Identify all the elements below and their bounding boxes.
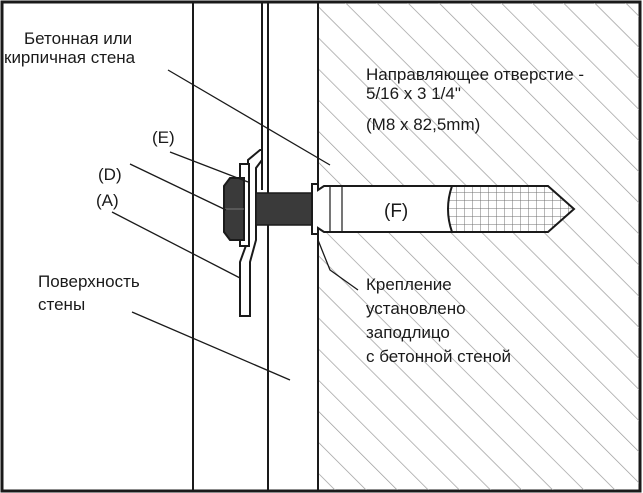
label-part-a: (A) xyxy=(96,191,119,210)
label-flush-note-line2: установлено xyxy=(366,299,466,318)
label-pilot-hole-line3: (M8 x 82,5mm) xyxy=(366,115,480,134)
label-pilot-hole-line1: Направляющее отверстие - xyxy=(366,65,584,84)
anchor-threaded-tip xyxy=(447,185,576,233)
label-concrete-wall-line2: кирпичная стена xyxy=(4,48,136,67)
label-wall-surface-line1: Поверхность xyxy=(38,272,140,291)
leader-part-e xyxy=(169,151,249,183)
label-part-e: (E) xyxy=(152,128,175,147)
label-pilot-hole-line2: 5/16 x 3 1/4" xyxy=(366,84,461,103)
label-part-f: (F) xyxy=(384,201,408,222)
leader-part-d xyxy=(129,163,227,211)
leader-part-a xyxy=(111,211,241,279)
label-wall-surface-line2: стены xyxy=(38,295,85,314)
leader-concrete-wall xyxy=(167,69,331,166)
label-flush-note-line1: Крепление xyxy=(366,275,452,294)
concrete-wall xyxy=(318,3,639,490)
label-flush-note-line4: с бетонной стеной xyxy=(366,347,511,366)
anchor-sleeve-fins xyxy=(329,186,343,232)
label-concrete-wall-line1: Бетонная или xyxy=(24,29,132,48)
label-flush-note-line3: заподлицо xyxy=(366,323,450,342)
bolt-shaft xyxy=(255,192,319,226)
leader-flush-note xyxy=(317,239,359,291)
leader-wall-surface xyxy=(131,311,291,381)
label-part-d: (D) xyxy=(98,165,122,184)
